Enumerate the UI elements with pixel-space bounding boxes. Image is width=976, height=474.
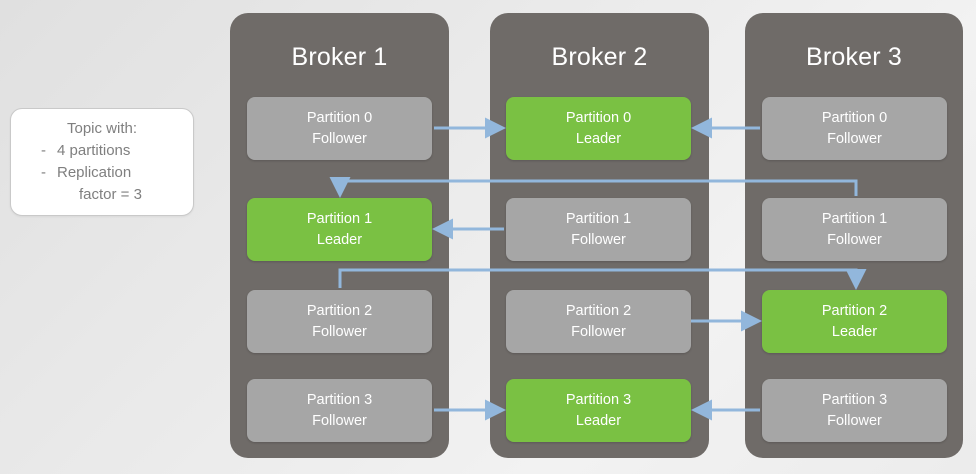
partition-role: Leader [831,323,878,340]
partition-name: Partition 3 [306,391,373,408]
topic-legend-item-replication-label: Replication factor = 3 [57,162,193,206]
partition-name: Partition 3 [565,391,632,408]
broker-2-partition-2[interactable]: Partition 2 Follower [506,290,691,353]
partition-name: Partition 1 [565,210,632,227]
broker-1-partition-2[interactable]: Partition 2 Follower [247,290,432,353]
partition-name: Partition 2 [306,302,373,319]
topic-legend-box: Topic with: - 4 partitions - Replication… [10,108,194,216]
partition-name: Partition 0 [821,109,888,126]
partition-role: Leader [316,231,363,248]
partition-name: Partition 0 [306,109,373,126]
bullet-dash: - [41,142,46,159]
topic-legend-list: - 4 partitions - Replication factor = 3 [11,140,193,206]
broker-3-partition-3[interactable]: Partition 3 Follower [762,379,947,442]
bullet-dash: - [41,164,46,181]
broker-3-partition-0[interactable]: Partition 0 Follower [762,97,947,160]
replication-line-1: Replication [57,164,132,181]
broker-1-title: Broker 1 [291,43,388,71]
partition-name: Partition 1 [306,210,373,227]
broker-2-title: Broker 2 [551,43,648,71]
broker-3-title: Broker 3 [805,43,903,71]
partition-name: Partition 2 [565,302,632,319]
partition-name: Partition 0 [565,109,632,126]
partition-role: Follower [571,323,626,340]
partition-role: Follower [312,323,367,340]
partition-role: Leader [575,412,622,429]
partition-name: Partition 3 [821,391,888,408]
partition-name: Partition 2 [821,302,888,319]
partition-role: Follower [827,130,882,147]
partition-role: Follower [312,412,367,429]
partition-role: Follower [827,412,882,429]
partition-role: Leader [575,130,622,147]
broker-2-partition-0[interactable]: Partition 0 Leader [506,97,691,160]
partition-name: Partition 1 [821,210,888,227]
topic-legend-title: Topic with: [66,120,138,137]
topic-legend-item-partitions-label: 4 partitions [57,142,131,159]
broker-3-partition-1[interactable]: Partition 1 Follower [762,198,947,261]
partition-role: Follower [312,130,367,147]
broker-1-partition-0[interactable]: Partition 0 Follower [247,97,432,160]
replication-line-2: factor = 3 [79,186,142,203]
broker-2-partition-3[interactable]: Partition 3 Leader [506,379,691,442]
topic-legend-item-replication: - Replication factor = 3 [11,162,193,206]
topic-legend-item-partitions: - 4 partitions [11,140,193,162]
partition-role: Follower [827,231,882,248]
broker-2-partition-1[interactable]: Partition 1 Follower [506,198,691,261]
broker-1-partition-1[interactable]: Partition 1 Leader [247,198,432,261]
partition-role: Follower [571,231,626,248]
broker-3-partition-2[interactable]: Partition 2 Leader [762,290,947,353]
broker-1-partition-3[interactable]: Partition 3 Follower [247,379,432,442]
